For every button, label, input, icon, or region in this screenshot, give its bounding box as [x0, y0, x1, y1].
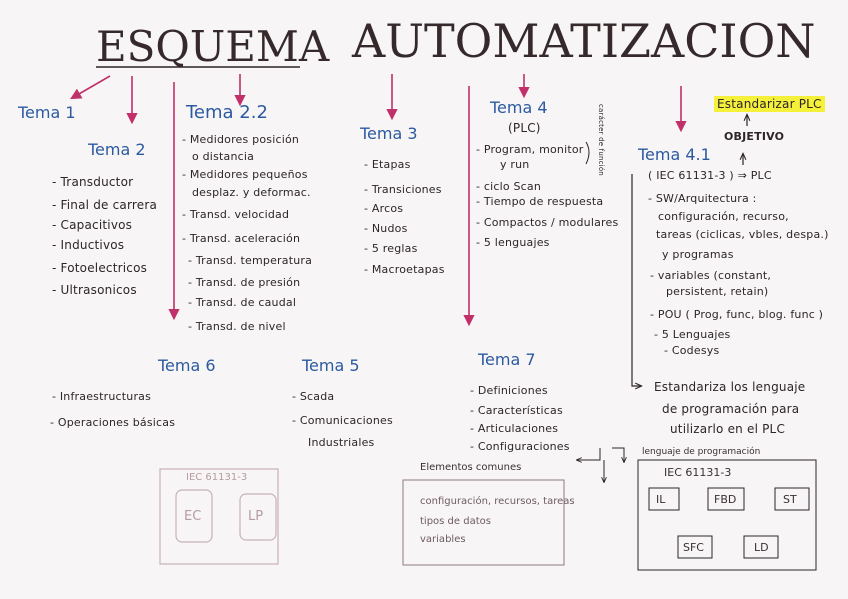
tema41-item: tareas (ciclicas, vbles, despa.) [656, 228, 829, 241]
tema41-label: Tema 4.1 [638, 145, 711, 164]
tema4-item: - Program, monitor [476, 143, 584, 156]
lp-block [239, 493, 277, 541]
lenguaje-caption: lenguaje de programación [642, 447, 761, 457]
tema22-item: - Transd. de nivel [188, 320, 286, 333]
ld-label: LD [754, 541, 769, 554]
ld-block [743, 535, 779, 559]
line-tema41 [631, 174, 641, 386]
ec-label: EC [184, 509, 202, 524]
tema22-item: - Medidores posición [182, 133, 300, 146]
tema6-item: - Infraestructuras [52, 390, 152, 403]
iec-box-left [159, 468, 279, 565]
tema22-item: - Transd. temperatura [188, 254, 313, 267]
tema2-item: - Inductivos [52, 238, 125, 252]
tema3-item: - Transiciones [364, 183, 442, 196]
tema4-item: - Tiempo de respuesta [476, 195, 604, 208]
arrow-tema1 [70, 75, 111, 100]
tema5-item: - Comunicaciones [292, 414, 393, 427]
tema1-label: Tema 1 [18, 103, 76, 122]
st-block [774, 487, 810, 511]
tema4-side-note: carácter de función [597, 104, 605, 176]
tema41-item: configuración, recurso, [658, 210, 789, 223]
conclusion-line: de programación para [662, 402, 800, 416]
tema4-item: y run [500, 158, 530, 171]
tema3-item: - Macroetapas [364, 263, 445, 276]
tema7-item: - Definiciones [470, 384, 548, 397]
iec-left-title: IEC 61131-3 [186, 472, 248, 483]
tema7-item: - Características [470, 404, 563, 417]
tema7-item: - Articulaciones [470, 422, 559, 435]
title-esquema: ESQUEMA [96, 22, 330, 71]
tema5-item: Industriales [308, 436, 375, 449]
tema22-item: - Transd. aceleración [182, 232, 301, 245]
iec-right-title: IEC 61131-3 [664, 466, 732, 479]
title-automatizacion: AUTOMATIZACION [352, 14, 816, 68]
conclusion-line: utilizarlo en el PLC [670, 422, 786, 436]
tema3-label: Tema 3 [360, 124, 418, 143]
elements-title: Elementos comunes [420, 462, 522, 473]
elements-line: variables [420, 534, 466, 545]
tema6-item: - Operaciones básicas [50, 416, 176, 429]
st-label: ST [783, 493, 797, 506]
tema6-label: Tema 6 [158, 356, 216, 375]
tema22-item: - Transd. de presión [188, 276, 301, 289]
tema2-item: - Transductor [52, 175, 134, 189]
tema5-item: - Scada [292, 390, 335, 403]
tema41-item: persistent, retain) [666, 285, 769, 298]
sfc-block [677, 535, 713, 559]
tema22-item: - Medidores pequeños [182, 168, 308, 181]
tema4-item: - ciclo Scan [476, 180, 542, 193]
elements-line: configuración, recursos, tareas [420, 496, 575, 507]
elements-box [402, 479, 565, 566]
lp-label: LP [248, 509, 264, 524]
il-block [648, 487, 680, 511]
tema7-item: - Configuraciones [470, 440, 570, 453]
tema41-item: y programas [662, 248, 734, 261]
tema41-item: - POU ( Prog, func, blog. func ) [650, 308, 824, 321]
tema22-label: Tema 2.2 [186, 102, 268, 123]
fbd-block [707, 487, 745, 511]
sfc-label: SFC [683, 541, 704, 554]
il-label: IL [656, 493, 666, 506]
objetivo-label: OBJETIVO [724, 130, 785, 143]
tema5-label: Tema 5 [302, 356, 360, 375]
tema41-item: - Codesys [664, 344, 720, 357]
tema2-item: - Capacitivos [52, 218, 133, 232]
tema2-item: - Ultrasonicos [52, 283, 137, 297]
tema41-item: - 5 Lenguajes [654, 328, 731, 341]
tema4-item: - Compactos / modulares [476, 216, 619, 229]
tema41-item: ( IEC 61131-3 ) ⇒ PLC [648, 169, 772, 182]
tema22-item: - Transd. velocidad [182, 208, 290, 221]
tema41-item: - variables (constant, [650, 269, 772, 282]
highlight-estandarizar: Estandarizar PLC [714, 96, 825, 112]
tema22-item: - Transd. de caudal [188, 296, 297, 309]
tema7-label: Tema 7 [478, 350, 536, 369]
tema3-item: - Arcos [364, 202, 404, 215]
elements-line: tipos de datos [420, 516, 491, 527]
tema22-item: desplaz. y deformac. [192, 186, 311, 199]
conclusion-line: Estandariza los lenguaje [654, 380, 806, 394]
tema4-item: - 5 lenguajes [476, 236, 550, 249]
tema4-sub: (PLC) [508, 121, 541, 135]
tema41-item: - SW/Arquitectura : [648, 192, 757, 205]
fbd-label: FBD [714, 493, 737, 506]
tema4-label: Tema 4 [490, 98, 548, 117]
tema22-item: o distancia [192, 150, 255, 163]
tema2-item: - Final de carrera [52, 198, 158, 212]
ec-block [175, 489, 213, 543]
tema3-item: - Nudos [364, 222, 408, 235]
tema2-label: Tema 2 [88, 140, 146, 159]
iec-box-right [637, 459, 817, 571]
tema3-item: - Etapas [364, 158, 411, 171]
tema3-item: - 5 reglas [364, 242, 418, 255]
tema2-item: - Fotoelectricos [52, 261, 148, 275]
